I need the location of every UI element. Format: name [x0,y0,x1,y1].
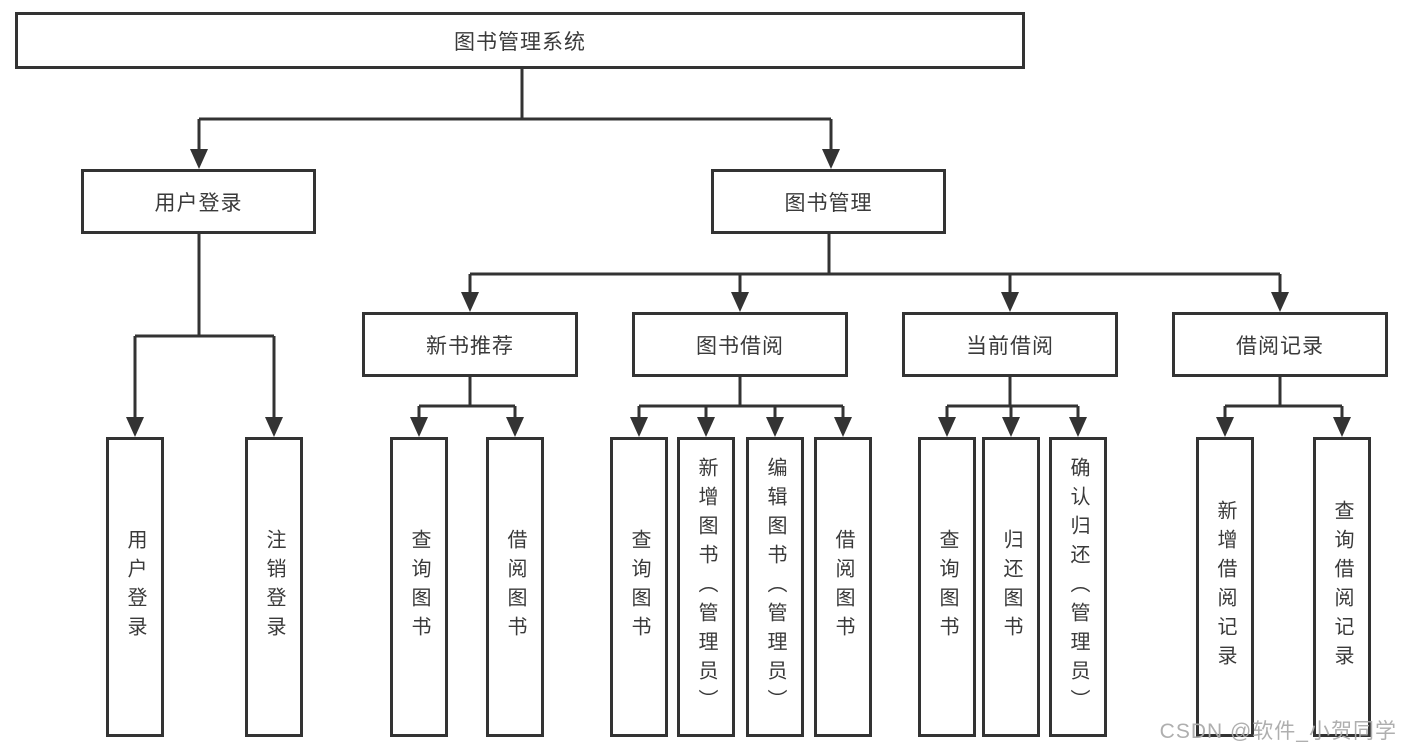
node-label: 图书管理 [784,191,873,215]
node-label: 当前借阅 [966,334,1054,358]
leaf-label: 借阅图书 [832,529,854,645]
leaf-label: 编辑图书（管理员） [764,456,786,718]
leaf-label: 查询图书 [936,529,958,645]
node-borrowing-records: 借阅记录 [1172,312,1388,377]
leaf-query-borrow-record: 查询借阅记录 [1313,437,1371,737]
leaf-user-login: 用户登录 [106,437,164,737]
leaf-label: 新增图书（管理员） [695,456,717,718]
leaf-confirm-return-admin: 确认归还（管理员） [1049,437,1107,737]
leaf-label: 确认归还（管理员） [1067,456,1089,718]
leaf-logout: 注销登录 [245,437,303,737]
csdn-watermark: CSDN @软件_小贺同学 [1159,720,1397,743]
leaf-label: 新增借阅记录 [1214,500,1236,674]
node-label: 图书管理系统 [454,30,586,54]
leaf-edit-books-admin: 编辑图书（管理员） [746,437,804,737]
node-new-book-recommendation: 新书推荐 [362,312,578,377]
leaf-add-borrow-record: 新增借阅记录 [1196,437,1254,737]
leaf-label: 用户登录 [124,529,146,645]
leaf-query-books-2: 查询图书 [610,437,668,737]
node-user-login: 用户登录 [81,169,316,234]
leaf-query-books-3: 查询图书 [918,437,976,737]
leaf-label: 查询借阅记录 [1331,500,1353,674]
leaf-return-books: 归还图书 [982,437,1040,737]
leaf-label: 查询图书 [628,529,650,645]
leaf-label: 查询图书 [408,529,430,645]
node-current-borrowing: 当前借阅 [902,312,1118,377]
leaf-label: 注销登录 [263,529,285,645]
node-book-borrowing: 图书借阅 [632,312,848,377]
node-label: 图书借阅 [696,334,784,358]
node-label: 新书推荐 [426,334,514,358]
leaf-add-books-admin: 新增图书（管理员） [677,437,735,737]
leaf-label: 借阅图书 [504,529,526,645]
leaf-borrow-books-2: 借阅图书 [814,437,872,737]
node-label: 用户登录 [154,191,243,215]
leaf-borrow-books-1: 借阅图书 [486,437,544,737]
node-label: 借阅记录 [1236,334,1324,358]
node-library-management-system: 图书管理系统 [15,12,1025,69]
leaf-label: 归还图书 [1000,529,1022,645]
node-book-management: 图书管理 [711,169,946,234]
leaf-query-books-1: 查询图书 [390,437,448,737]
